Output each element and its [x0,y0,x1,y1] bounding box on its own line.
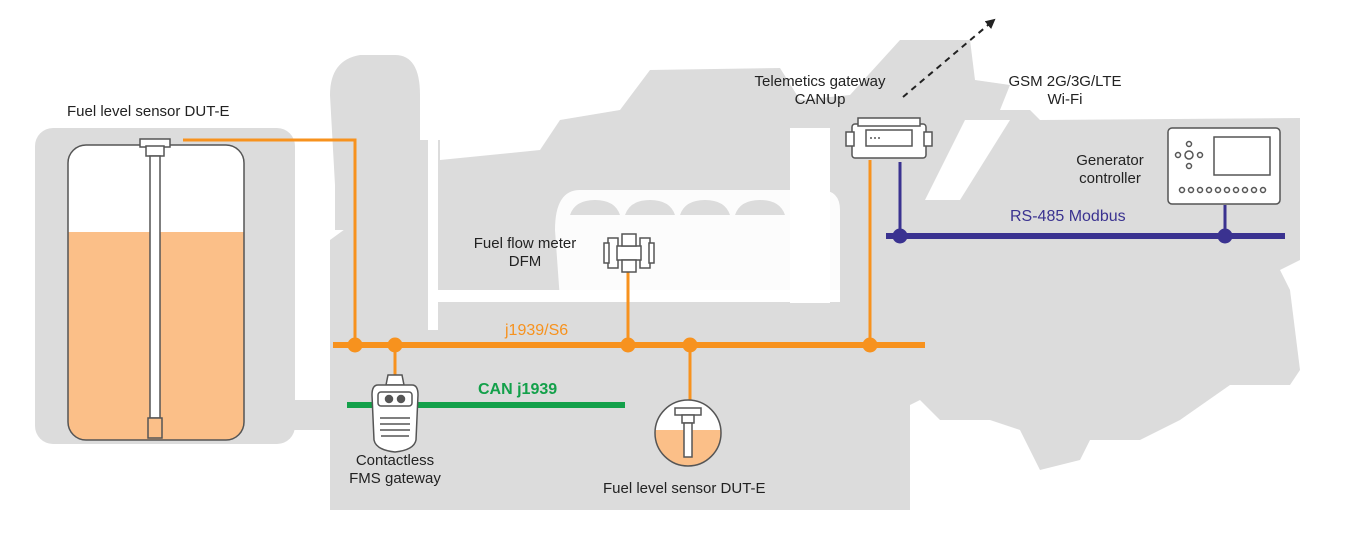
generator-label-line2: controller [1079,170,1141,187]
telematics-gateway-icon [845,117,933,159]
tank-sensor-wire [183,138,357,345]
j1939-s6-bus-label: j1939/S6 [505,322,569,339]
rs485-bus [886,162,1285,244]
dashed-arrow-icon [902,18,996,98]
generator-controller-icon [1167,127,1281,205]
flow-meter-label: Fuel flow meter DFM [455,235,595,271]
fuel-tank-icon [67,138,245,441]
gsm-label-line1: GSM 2G/3G/LTE [1008,73,1122,90]
flow-meter-icon [603,233,655,273]
gsm-label-line2: Wi-Fi [1047,91,1083,108]
tank-sensor-label: Fuel level sensor DUT-E [67,103,230,120]
generator-controller-label: Generator controller [1060,152,1160,188]
generator-label-line1: Generator [1076,152,1144,169]
j1939-s6-bus [333,160,925,400]
fms-gateway-label: Contactless FMS gateway [320,452,470,488]
flow-meter-label-line2: DFM [508,253,542,270]
engine-sensor-label: Fuel level sensor DUT-E [603,480,766,497]
rs485-bus-label: RS-485 Modbus [1010,208,1126,225]
flow-meter-label-line1: Fuel flow meter [473,235,577,252]
telematics-label-line2: CANUp [794,91,846,108]
fms-label-line1: Contactless [355,452,435,469]
generator-silhouette [35,40,1300,510]
fms-label-line2: FMS gateway [349,470,441,487]
fms-gateway-icon [371,374,419,453]
telematics-label-line1: Telemetics gateway [754,73,886,90]
telematics-gateway-label: Telemetics gateway CANUp [735,73,905,109]
can-j1939-bus-label: CAN j1939 [478,381,558,398]
gsm-label: GSM 2G/3G/LTE Wi-Fi [1000,73,1130,109]
